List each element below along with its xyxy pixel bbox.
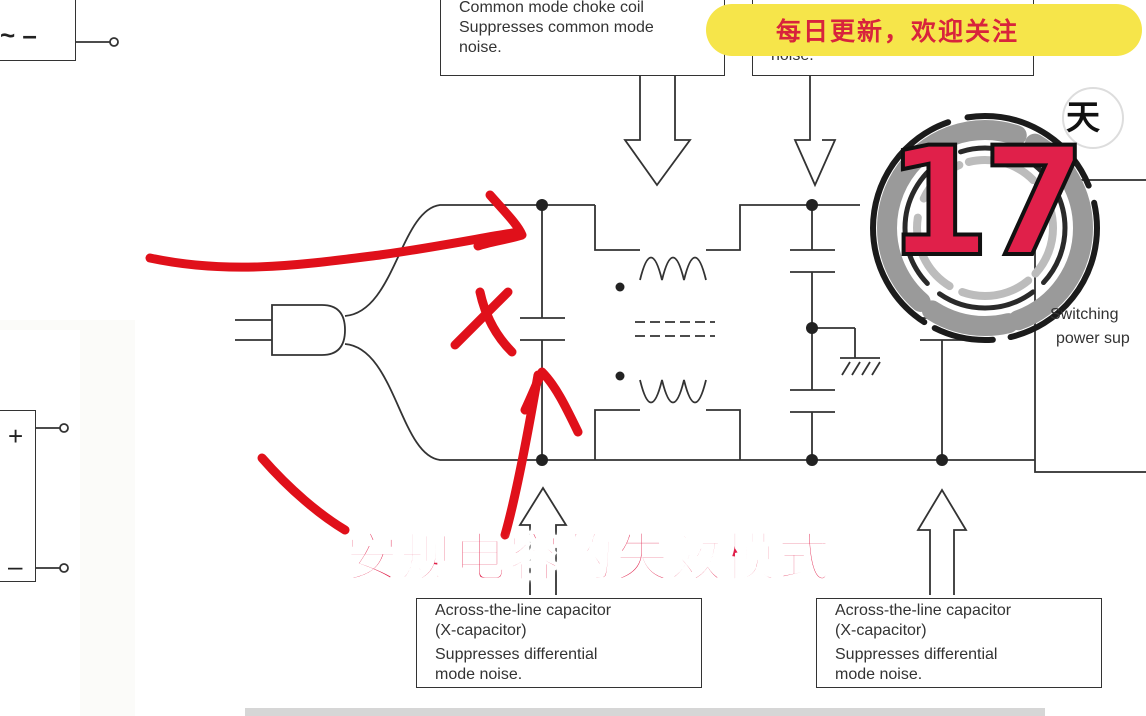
choke-callout-line3: noise. xyxy=(459,39,502,56)
xcap-left-callout: Across-the-line capacitor (X-capacitor) … xyxy=(416,598,702,688)
switching-label-2: power sup xyxy=(1056,330,1130,347)
day-number: 17 xyxy=(884,116,1089,290)
day-label: 天 xyxy=(1066,98,1100,138)
scrollbar[interactable] xyxy=(245,708,1045,716)
xcap-right-line1: Across-the-line capacitor xyxy=(835,602,1012,619)
xcap-right-line2: (X-capacitor) xyxy=(835,622,927,639)
switching-label-1: Switching xyxy=(1050,306,1119,323)
plus-symbol: + xyxy=(8,421,24,451)
left-panel xyxy=(0,0,135,320)
ac-source-box: ~ – xyxy=(0,0,76,61)
xcap-left-line2: (X-capacitor) xyxy=(435,622,527,639)
video-caption: 安规电容的失效模式 xyxy=(345,528,833,590)
dc-source-box: + – xyxy=(0,410,36,582)
xcap-left-line4: mode noise. xyxy=(435,666,523,683)
xcap-right-callout: Across-the-line capacitor (X-capacitor) … xyxy=(816,598,1102,688)
ac-source-symbol: ~ – xyxy=(0,20,37,50)
minus-symbol: – xyxy=(8,551,23,581)
xcap-right-line4: mode noise. xyxy=(835,666,923,683)
xcap-left-line3: Suppresses differential xyxy=(435,646,598,663)
xcap-right-line3: Suppresses differential xyxy=(835,646,998,663)
banner-text: 每日更新，欢迎关注 xyxy=(776,17,1020,46)
choke-callout: Common mode choke coil Suppresses common… xyxy=(440,0,725,76)
left-panel-lower xyxy=(0,330,80,716)
choke-callout-line2: Suppresses common mode xyxy=(459,19,654,36)
xcap-left-line1: Across-the-line capacitor xyxy=(435,602,612,619)
choke-callout-line1: Common mode choke coil xyxy=(459,0,644,16)
follow-banner: 每日更新，欢迎关注 xyxy=(706,4,1142,56)
